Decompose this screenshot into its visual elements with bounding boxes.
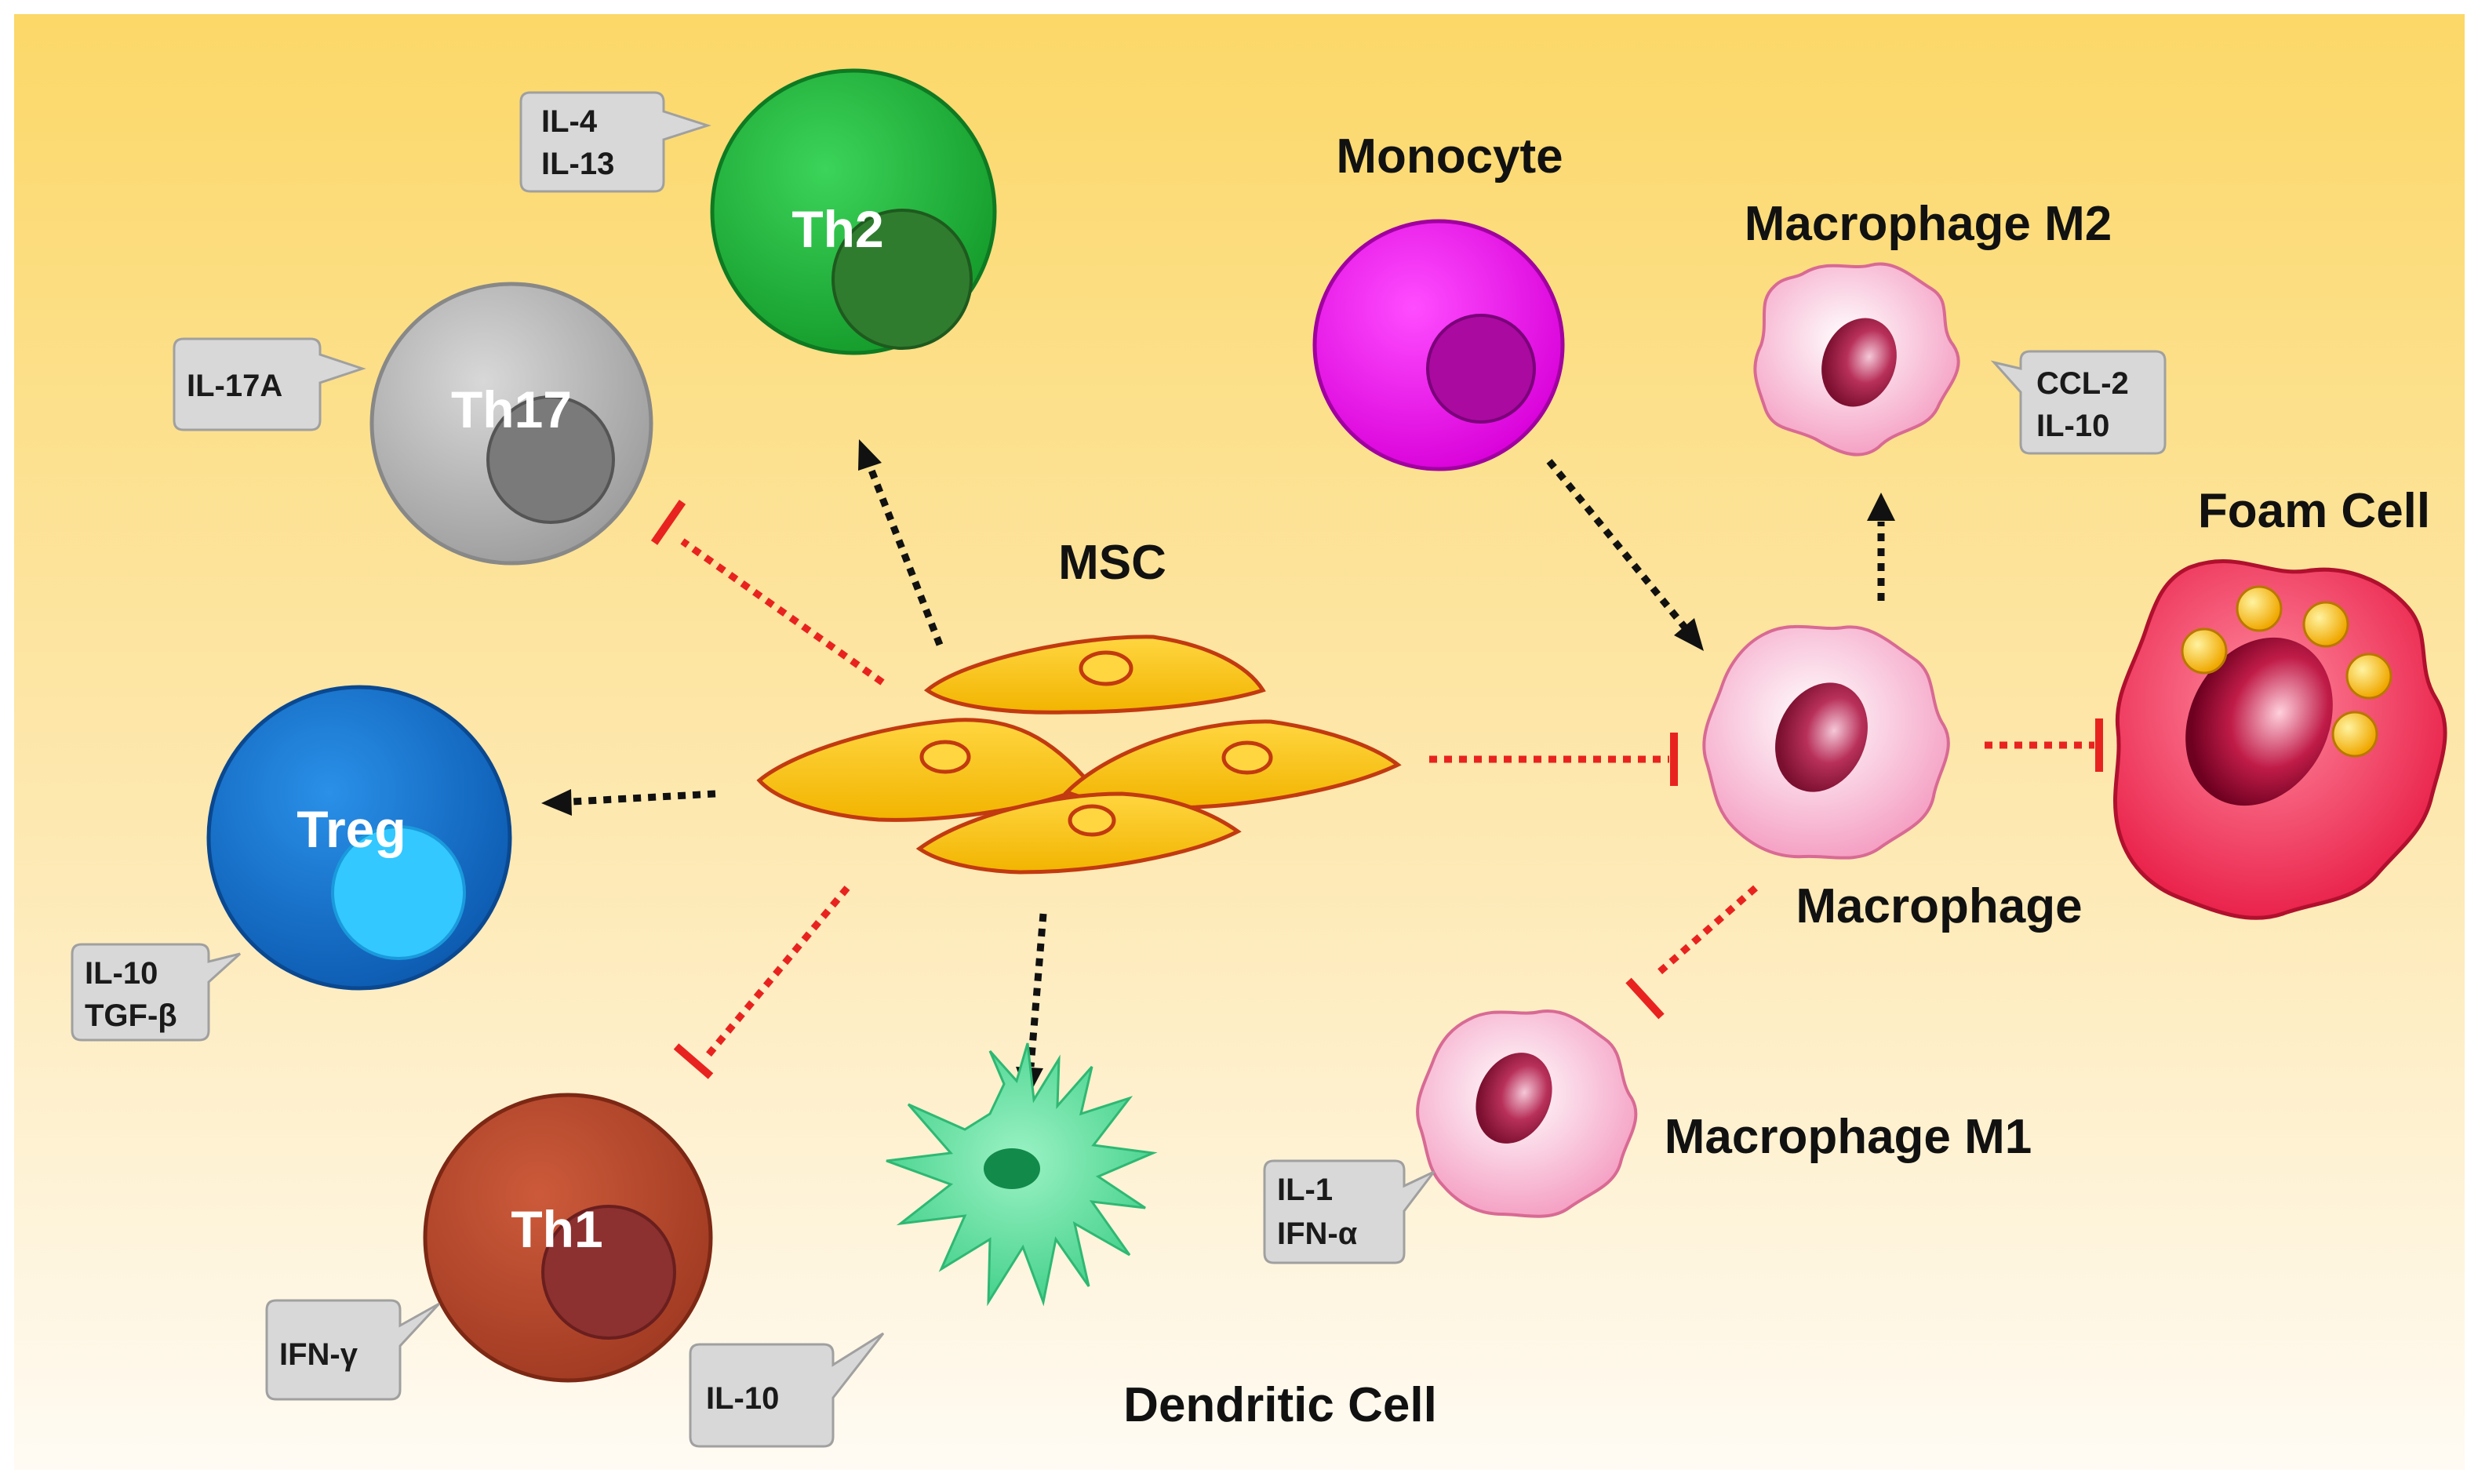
th17-nucleus — [486, 395, 615, 524]
macrophage-nucleus — [1775, 682, 1868, 792]
monocyte-cell — [1312, 219, 1565, 471]
callout-m2-line-2: IL-10 — [2036, 409, 2109, 443]
arrowhead-th2-icon — [858, 439, 882, 471]
callout-dendritic-box — [689, 1332, 885, 1448]
arrowhead-m2-icon — [1867, 493, 1895, 521]
arrows — [541, 439, 2103, 1098]
arrow-msc-to-dendritic — [1027, 913, 1047, 1068]
treg-label: Treg — [297, 800, 406, 858]
callout-th2-box — [519, 91, 711, 193]
lipid-droplet-icon — [2236, 585, 2283, 632]
callout-m2-cytokines: CCL-2 IL-10 — [1990, 350, 2167, 455]
callout-dendritic-line-1: IL-10 — [706, 1381, 779, 1416]
callout-treg-line-1: IL-10 — [85, 956, 158, 991]
dendritic-nucleus — [984, 1148, 1040, 1189]
inhibit-bar-th1-icon — [673, 1043, 714, 1079]
label-foam-cell: Foam Cell — [2198, 484, 2430, 538]
macrophage-m2-nucleus — [1821, 318, 1897, 407]
inhibit-msc-to-th1 — [704, 886, 850, 1058]
arrow-monocyte-to-macrophage — [1546, 459, 1688, 630]
treg-nucleus — [331, 825, 466, 960]
inhibit-bar-th17-icon — [650, 500, 686, 545]
msc-cluster — [756, 635, 1402, 875]
callout-treg-box — [71, 943, 242, 1042]
callout-th2-cytokines: IL-4 IL-13 — [519, 91, 711, 193]
label-macrophage: Macrophage — [1796, 879, 2082, 933]
th2-cell: Th2 — [710, 68, 997, 355]
foam-cell — [2112, 559, 2447, 920]
dendritic-cell — [886, 1042, 1158, 1307]
inhibit-bar-m1-icon — [1625, 977, 1665, 1020]
callout-th17-line-1: IL-17A — [187, 369, 282, 403]
label-macrophage-m2: Macrophage M2 — [1745, 197, 2112, 251]
callout-th1-line-1: IFN-γ — [279, 1337, 358, 1372]
macrophage-m1-cell — [1416, 1009, 1638, 1218]
arrowhead-treg-icon — [541, 789, 572, 816]
label-dendritic-cell: Dendritic Cell — [1123, 1378, 1437, 1432]
callout-m1-line-2: IFN-α — [1277, 1217, 1358, 1251]
lipid-droplet-icon — [2181, 627, 2228, 675]
treg-cell: Treg — [206, 685, 512, 991]
foam-cell-nucleus — [2185, 637, 2333, 806]
msc-nucleus-right — [1221, 740, 1273, 775]
callout-dendritic-cytokines: IL-10 — [689, 1332, 885, 1448]
msc-nucleus-bottom — [1068, 804, 1116, 837]
label-macrophage-m1: Macrophage M1 — [1665, 1110, 2032, 1164]
callout-m1-box — [1263, 1159, 1435, 1264]
callout-th17-cytokines: IL-17A — [173, 337, 366, 431]
lipid-droplet-icon — [2302, 601, 2349, 648]
callout-th1-cytokines: IFN-γ — [265, 1299, 441, 1401]
callout-m1-cytokines: IL-1 IFN-α — [1263, 1159, 1435, 1264]
inhibit-msc-to-th17 — [680, 538, 885, 686]
msc-nucleus-top — [1079, 650, 1133, 686]
callout-m1-line-1: IL-1 — [1277, 1173, 1333, 1207]
th2-nucleus — [831, 209, 973, 350]
arrowhead-macrophage-icon — [1674, 618, 1704, 651]
lipid-droplet-icon — [2345, 653, 2392, 700]
th1-label: Th1 — [511, 1200, 602, 1258]
callout-th2-line-1: IL-4 — [541, 104, 598, 139]
label-msc: MSC — [1058, 536, 1166, 590]
th1-nucleus — [541, 1205, 676, 1340]
monocyte-nucleus — [1426, 314, 1536, 424]
callout-m2-box — [1990, 350, 2167, 455]
callout-th2-line-2: IL-13 — [541, 147, 614, 181]
callout-th17-box — [173, 337, 366, 431]
macrophage-m2-cell — [1753, 262, 1960, 456]
macrophage-m1-nucleus — [1476, 1053, 1552, 1144]
arrow-msc-to-th2 — [865, 463, 944, 646]
th17-cell: Th17 — [369, 282, 653, 566]
callout-th1-box — [265, 1299, 441, 1401]
label-monocyte: Monocyte — [1336, 129, 1563, 184]
th1-cell: Th1 — [423, 1093, 713, 1383]
msc-nucleus-left — [919, 740, 971, 774]
macrophage-cell — [1702, 624, 1950, 860]
th2-label: Th2 — [791, 200, 883, 258]
lipid-droplet-icon — [2331, 711, 2378, 758]
inhibit-macrophage-to-m1 — [1653, 885, 1758, 979]
callout-treg-cytokines: IL-10 TGF-β — [71, 943, 242, 1042]
callout-m2-line-1: CCL-2 — [2036, 366, 2129, 401]
th17-label: Th17 — [451, 380, 572, 438]
callout-treg-line-2: TGF-β — [85, 998, 177, 1033]
